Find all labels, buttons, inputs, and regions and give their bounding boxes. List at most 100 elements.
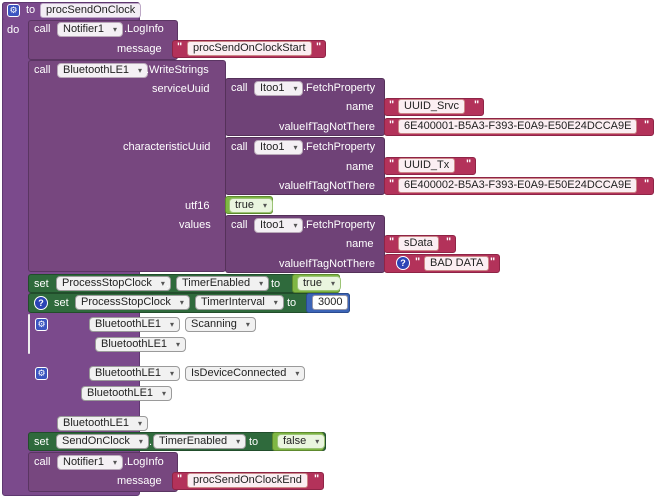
dot-label: . — [149, 436, 153, 448]
chevron-down-icon: ▾ — [330, 279, 335, 288]
chevron-down-icon: ▾ — [138, 66, 143, 75]
property-dropdown[interactable]: TimerEnabled▾ — [176, 276, 270, 291]
quote-close: " — [490, 256, 496, 268]
itoo-dropdown[interactable]: Itoo1▾ — [254, 81, 304, 96]
send-clock-dropdown[interactable]: SendOnClock▾ — [56, 434, 149, 449]
tag-value-field-3[interactable]: BAD DATA — [424, 256, 490, 271]
ble-dropdown-loose[interactable]: BluetoothLE1▾ — [57, 416, 149, 431]
set-label: set — [54, 297, 69, 309]
quote-open: " — [177, 473, 183, 485]
chevron-down-icon: ▾ — [112, 25, 117, 34]
quote-open: " — [389, 158, 395, 170]
tag-value-field-1[interactable]: 6E400001-B5A3-F393-E0A9-E50E24DCCA9E — [398, 119, 638, 134]
name-arg-label: name — [346, 238, 374, 250]
chevron-down-icon: ▾ — [176, 340, 181, 349]
log-info-method-label: .LogInfo — [124, 456, 164, 468]
chevron-down-icon: ▾ — [293, 143, 298, 152]
fetch-property-block-2[interactable] — [225, 137, 385, 195]
question-icon[interactable]: ? — [34, 296, 48, 310]
chevron-down-icon: ▾ — [293, 84, 298, 93]
call-label: call — [34, 456, 51, 468]
gear-icon[interactable]: ⚙ — [7, 4, 20, 17]
chevron-down-icon: ▾ — [138, 437, 143, 446]
timer-enabled-value-dropdown[interactable]: true▾ — [297, 276, 341, 291]
tag-arg-label: valueIfTagNotThere — [279, 121, 375, 133]
characteristic-uuid-label: characteristicUuid — [123, 141, 211, 153]
send-timer-enabled-value-dropdown[interactable]: false▾ — [277, 434, 326, 449]
itoo-dropdown[interactable]: Itoo1▾ — [254, 140, 304, 155]
name-value-field-1[interactable]: UUID_Srvc — [398, 99, 466, 114]
chevron-down-icon: ▾ — [162, 389, 167, 398]
is-device-connected-dropdown[interactable]: IsDeviceConnected▾ — [185, 366, 306, 381]
question-icon[interactable]: ? — [396, 256, 410, 270]
chevron-down-icon: ▾ — [170, 320, 175, 329]
log-info-method-label: .LogInfo — [124, 23, 164, 35]
name-value-field-3[interactable]: sData — [398, 236, 439, 251]
tag-value-field-2[interactable]: 6E400002-B5A3-F393-E0A9-E50E24DCCA9E — [398, 178, 638, 193]
ble-dropdown[interactable]: BluetoothLE1▾ — [81, 386, 173, 401]
call-label: call — [34, 23, 51, 35]
quote-open: " — [389, 99, 395, 111]
quote-close: " — [644, 178, 650, 190]
fetch-method-label: .FetchProperty — [303, 82, 376, 94]
values-label: values — [179, 219, 211, 231]
notifier-dropdown[interactable]: Notifier1▾ — [57, 22, 123, 37]
quote-open: " — [389, 119, 395, 131]
quote-close: " — [474, 99, 480, 111]
procedure-to-label: to — [26, 4, 36, 16]
to-label: to — [287, 297, 297, 309]
message-end-field[interactable]: procSendOnClockEnd — [187, 473, 308, 488]
disabled-block-1[interactable] — [28, 314, 30, 354]
dot-label: . — [166, 278, 170, 290]
property-dropdown[interactable]: TimerEnabled▾ — [153, 434, 247, 449]
name-value-field-2[interactable]: UUID_Tx — [398, 158, 456, 173]
itoo-dropdown[interactable]: Itoo1▾ — [254, 218, 304, 233]
chevron-down-icon: ▾ — [245, 320, 250, 329]
write-strings-block[interactable] — [28, 60, 226, 272]
call-label: call — [231, 219, 248, 231]
quote-close: " — [446, 236, 452, 248]
message-start-field[interactable]: procSendOnClockStart — [187, 41, 312, 56]
call-label: call — [34, 64, 51, 76]
write-strings-method-label: .WriteStrings — [146, 64, 209, 76]
quote-close: " — [466, 158, 472, 170]
notifier-dropdown[interactable]: Notifier1▾ — [57, 455, 123, 470]
fetch-method-label: .FetchProperty — [303, 219, 376, 231]
call-label: call — [231, 82, 248, 94]
timer-interval-value-field[interactable]: 3000 — [312, 295, 349, 310]
chevron-down-icon: ▾ — [179, 298, 184, 307]
gear-icon[interactable]: ⚙ — [35, 367, 48, 380]
chevron-down-icon: ▾ — [112, 458, 117, 467]
clock-dropdown[interactable]: ProcessStopClock▾ — [75, 295, 190, 310]
procedure-name-field[interactable]: procSendOnClock — [40, 3, 142, 18]
chevron-down-icon: ▾ — [262, 201, 267, 210]
chevron-down-icon: ▾ — [170, 369, 175, 378]
property-dropdown[interactable]: TimerInterval▾ — [195, 295, 284, 310]
quote-close: " — [644, 119, 650, 131]
ble-dropdown[interactable]: BluetoothLE1▾ — [89, 366, 181, 381]
chevron-down-icon: ▾ — [315, 437, 320, 446]
chevron-down-icon: ▾ — [293, 221, 298, 230]
service-uuid-label: serviceUuid — [152, 83, 210, 95]
call-label: call — [231, 141, 248, 153]
message-arg-label: message — [117, 475, 162, 487]
chevron-down-icon: ▾ — [138, 419, 143, 428]
utf16-value-dropdown[interactable]: true▾ — [229, 198, 273, 213]
ble-dropdown[interactable]: BluetoothLE1▾ — [95, 337, 187, 352]
fetch-property-block-1[interactable] — [225, 78, 385, 136]
dot-label: . — [185, 297, 189, 309]
scanning-dropdown[interactable]: Scanning▾ — [185, 317, 256, 332]
ble-dropdown[interactable]: BluetoothLE1▾ — [57, 63, 149, 78]
chevron-down-icon: ▾ — [259, 279, 264, 288]
chevron-down-icon: ▾ — [295, 369, 300, 378]
ble-dropdown[interactable]: BluetoothLE1▾ — [89, 317, 181, 332]
clock-dropdown[interactable]: ProcessStopClock▾ — [56, 276, 171, 291]
quote-open: " — [389, 236, 395, 248]
set-label: set — [34, 278, 49, 290]
gear-icon[interactable]: ⚙ — [35, 318, 48, 331]
name-arg-label: name — [346, 101, 374, 113]
fetch-method-label: .FetchProperty — [303, 141, 376, 153]
tag-arg-label: valueIfTagNotThere — [279, 180, 375, 192]
to-label: to — [271, 278, 281, 290]
procedure-do-label: do — [7, 24, 20, 36]
